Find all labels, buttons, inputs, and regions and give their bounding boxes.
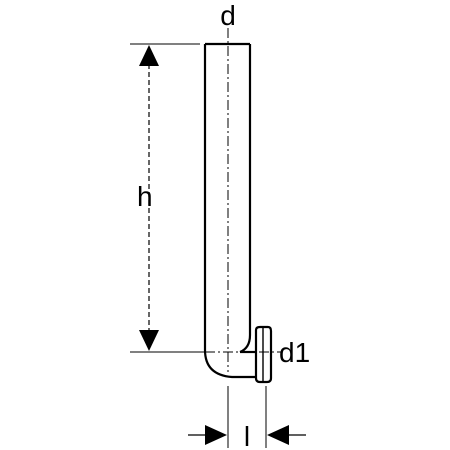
outlet-socket (254, 325, 273, 384)
height-dimension (130, 43, 210, 353)
length-arrow-right (267, 425, 289, 445)
label-outlet-diameter: d1 (279, 337, 310, 368)
label-offset-length: l (244, 421, 250, 450)
height-arrow-bottom (139, 330, 159, 351)
center-lines (205, 28, 282, 372)
pipe-body (203, 42, 256, 379)
label-height: h (137, 181, 153, 212)
label-diameter: d (220, 0, 236, 31)
height-arrow-top (139, 45, 159, 66)
length-dimension (188, 386, 306, 448)
socket-outline (254, 325, 273, 384)
pipe-outer-wall (203, 44, 256, 379)
length-arrow-left (205, 425, 227, 445)
pipe-inner-wall (239, 44, 252, 354)
